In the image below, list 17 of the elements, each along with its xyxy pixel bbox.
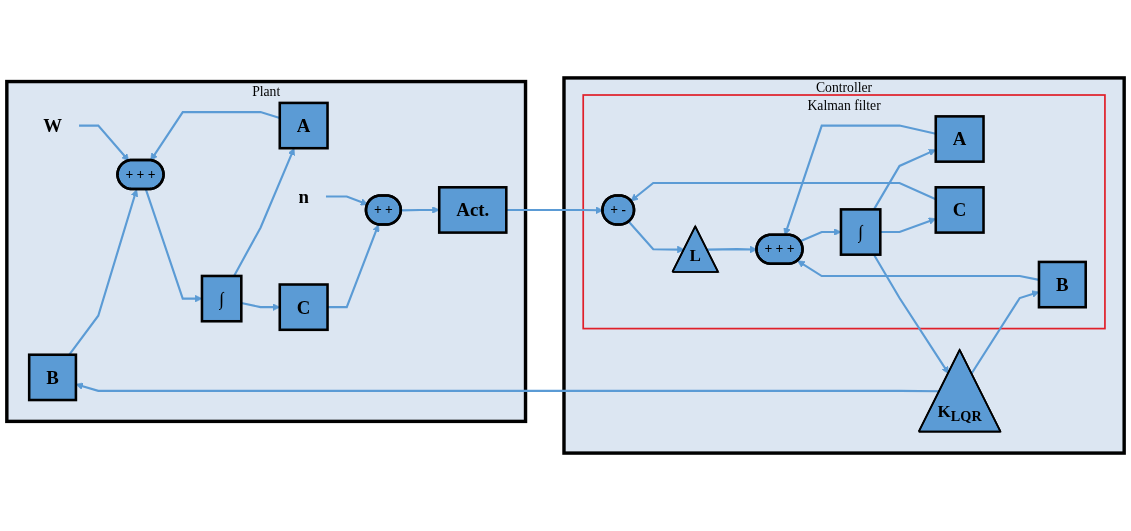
arrow [783,124,936,236]
arrow [628,221,685,254]
node-box: C [278,283,329,332]
arrow [75,382,940,393]
node-box: A [278,101,329,150]
node-text: n [298,185,309,208]
arrow [325,195,368,206]
node-box: B [1037,260,1087,309]
node-box: Act. [437,186,508,234]
arrow [327,224,380,309]
node-box: B [27,353,78,402]
arrow [401,206,440,214]
arrow [79,124,130,162]
node-box: C [934,186,985,234]
node-text: W [43,114,62,137]
arrow [873,254,949,374]
node-box: A [934,115,985,163]
